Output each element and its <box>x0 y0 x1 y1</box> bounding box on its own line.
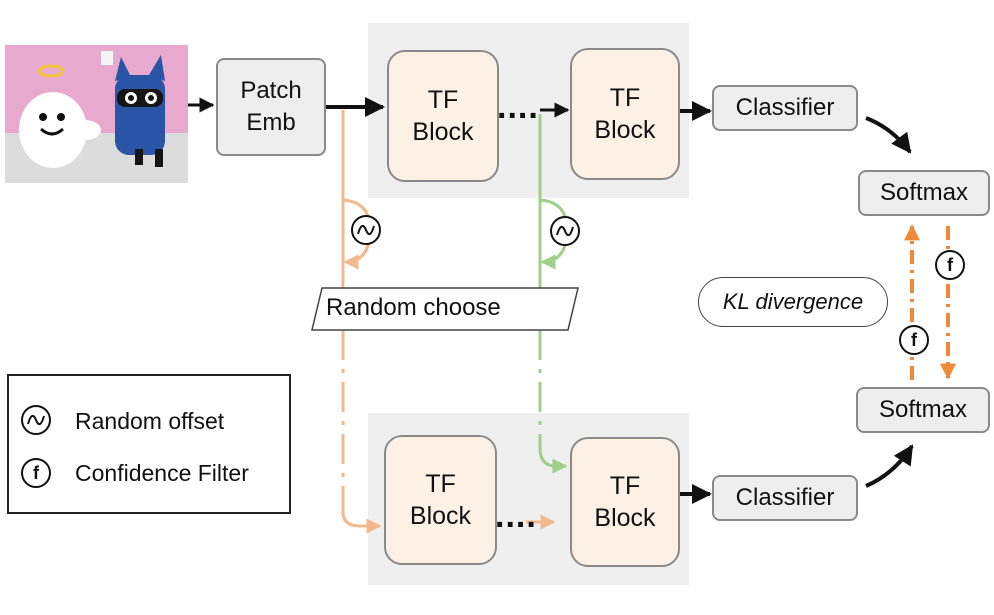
patch-embedding-line2: Emb <box>246 109 296 136</box>
random-offset-icon <box>550 216 580 246</box>
random-offset-icon <box>21 405 51 435</box>
patch-embedding-line1: Patch <box>240 76 302 104</box>
tf-block-label-line2: Block <box>412 118 474 146</box>
tf-block-top-1: TF Block <box>387 50 499 182</box>
ellipsis-bottom: .... <box>495 497 537 535</box>
tf-block-top-2: TF Block <box>570 48 680 180</box>
tf-block-label-line1: TF <box>609 471 641 500</box>
green-path-to-tf4 <box>538 447 568 474</box>
legend-random-offset-label: Random offset <box>75 408 225 434</box>
legend: Random offset f Confidence Filter <box>7 374 291 514</box>
tf-block-label-line2: Block <box>409 502 472 530</box>
orange-path-to-tf3 <box>341 511 382 534</box>
input-image <box>5 45 188 183</box>
random-choose-shape <box>311 287 579 331</box>
classifier-bottom: Classifier <box>712 475 858 521</box>
patch-embedding-box: Patch Emb <box>216 58 326 156</box>
kl-divergence-label: KL divergence <box>698 277 888 327</box>
tf-block-label-line2: Block <box>594 504 656 532</box>
tf-block-label-line1: TF <box>425 469 456 498</box>
tf-block-label-line2: Block <box>594 116 656 144</box>
ellipsis-top: .... <box>497 88 539 126</box>
legend-confidence-filter-label: Confidence Filter <box>75 460 249 486</box>
random-offset-icon <box>351 215 381 245</box>
arrow-classifier-to-softmax-top <box>865 116 912 154</box>
confidence-filter-icon: f <box>935 250 965 280</box>
arrow-classifier-to-softmax-bottom <box>865 444 914 488</box>
classifier-top: Classifier <box>712 85 858 131</box>
tf-block-bottom-1: TF Block <box>384 435 497 565</box>
tf-block-bottom-2: TF Block <box>570 437 680 567</box>
random-choose-label: Random choose <box>326 294 501 321</box>
softmax-top: Softmax <box>858 170 990 216</box>
confidence-filter-icon: f <box>899 325 929 355</box>
tf-block-label-line1: TF <box>609 83 641 112</box>
tf-block-label-line1: TF <box>427 85 459 114</box>
confidence-filter-icon: f <box>21 458 51 488</box>
softmax-bottom: Softmax <box>856 387 990 433</box>
